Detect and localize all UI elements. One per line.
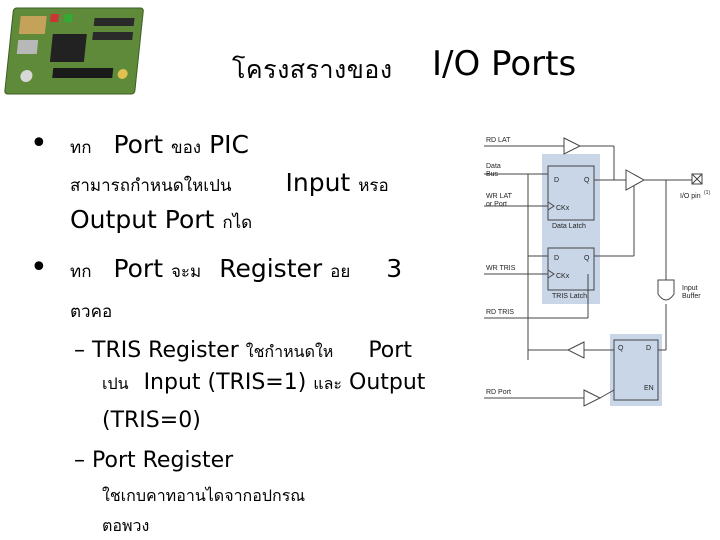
bullet-2-line-1: ทก Port จะม Register อย 3	[70, 254, 403, 283]
label-rd-lat: RD LAT	[486, 137, 511, 144]
io-port-block-diagram: RD LAT Data Bus WR LAT or Port D Q CKx D…	[484, 137, 710, 407]
label-en: EN	[644, 385, 654, 392]
bullet-marker: •	[30, 126, 48, 161]
bullet-2-line-2: ตวคอ	[70, 302, 113, 322]
label-wr-lat-1: WR LAT	[486, 193, 513, 200]
label-d3: D	[646, 345, 651, 352]
label-tris-latch: TRIS Latch	[552, 293, 587, 300]
pic-dev-board-image	[0, 0, 150, 98]
sub-bullet-2-line-2: ใชเกบคาทอานไดจากอปกรณ	[102, 486, 306, 505]
sub-bullet-1-line-1: – TRIS Register ใชกำหนดให Port	[74, 338, 412, 363]
label-io-pin-note: (1)	[704, 190, 710, 196]
label-ck2: CKx	[556, 273, 570, 280]
label-d2: D	[554, 255, 559, 262]
label-io-pin: I/O pin	[680, 193, 701, 200]
data-latch-box	[547, 165, 595, 221]
label-ck1: CKx	[556, 205, 570, 212]
label-q1: Q	[584, 177, 590, 184]
sub-bullet-1-line-3: (TRIS=0)	[102, 408, 201, 433]
label-wr-tris: WR TRIS	[486, 265, 516, 272]
port-latch-box	[613, 339, 659, 401]
label-data-bus-1: Data	[486, 163, 501, 170]
label-data-bus-2: Bus	[486, 171, 499, 178]
label-rd-port: RD Port	[486, 389, 511, 396]
label-input-buffer-1: Input	[682, 285, 698, 292]
slide-title-thai: โครงสรางของ	[232, 55, 393, 84]
label-d1: D	[554, 177, 559, 184]
tris-latch-box	[547, 247, 595, 291]
label-q3: Q	[618, 345, 624, 352]
label-wr-lat-2: or Port	[486, 201, 507, 208]
bullet-marker: •	[30, 250, 48, 285]
bullet-1-line-3: Output Port กได	[70, 205, 253, 234]
bullet-1-line-1: ทก Port ของ PIC	[70, 130, 249, 159]
label-q2: Q	[584, 255, 590, 262]
slide-title-en: I/O Ports	[432, 44, 577, 84]
bullet-1-line-2: สามารถกำหนดใหเปน Input หรอ	[70, 168, 389, 197]
sub-bullet-1-line-2: เปน Input (TRIS=1) และ Output	[102, 370, 426, 395]
label-rd-tris: RD TRIS	[486, 309, 514, 316]
sub-bullet-2-line-1: – Port Register	[74, 448, 234, 473]
label-data-latch: Data Latch	[552, 223, 586, 230]
sub-bullet-2-line-3: ตอพวง	[102, 516, 150, 535]
label-input-buffer-2: Buffer	[682, 293, 701, 300]
